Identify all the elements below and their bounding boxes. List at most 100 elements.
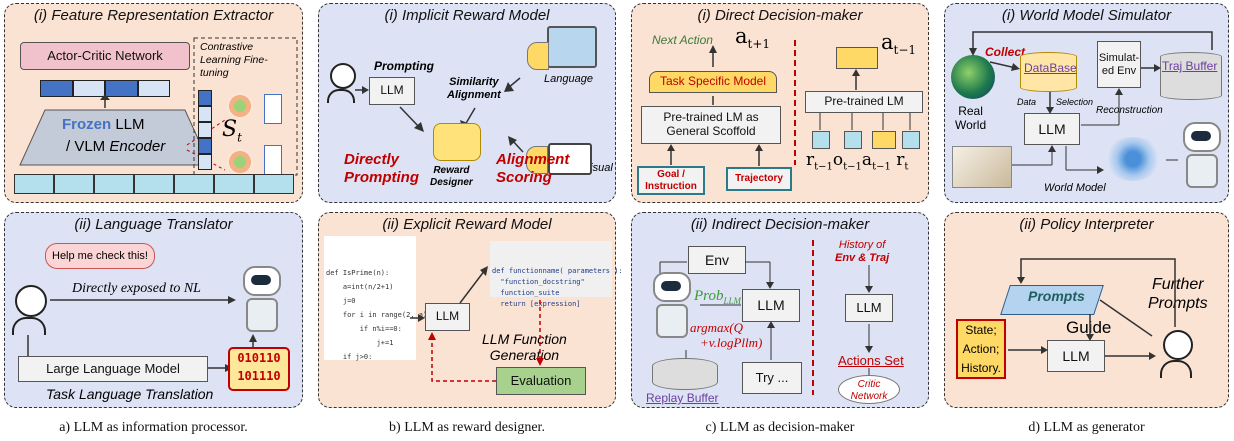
evaluation-box: Evaluation [496, 367, 586, 395]
neural-net-icon-bottom [226, 148, 254, 176]
person-icon [1160, 330, 1193, 378]
action-token-top [836, 47, 878, 69]
simulated-env-box: Simulat-ed Env [1097, 41, 1141, 88]
state-symbol: St [222, 117, 242, 145]
replay-buffer-icon [652, 358, 718, 390]
prompting-label: Prompting [374, 59, 434, 73]
panel-title: (i) Implicit Reward Model [384, 7, 550, 24]
next-action-symbol: at+1 [735, 24, 771, 52]
robot-icon [650, 272, 691, 338]
database-label: DataBase [1024, 61, 1077, 75]
panel-title: (i) World Model Simulator [1001, 7, 1172, 24]
caption-b: b) LLM as reward designer. [389, 420, 545, 435]
goal-instruction-box: Goal / Instruction [637, 166, 705, 195]
actions-set-label: Actions Set [838, 353, 904, 368]
token-r-t [902, 131, 920, 149]
pretrained-general-box: Pre-trained LM as General Scoffold [641, 106, 781, 144]
token-r-prev [812, 131, 830, 149]
llm-box-d2: LLM [1047, 340, 1105, 372]
llm-box-d1: LLM [1024, 113, 1080, 145]
panel-title: (ii) Explicit Reward Model [382, 216, 552, 233]
llm-box-c2: LLM [742, 289, 800, 322]
code-left [324, 236, 416, 360]
speech-bubble: Help me check this! [45, 243, 155, 269]
language-label: Language [544, 73, 593, 85]
code-left-text: def IsPrime(n): a=int(n/2+1) j=0 for i i… [326, 269, 432, 361]
data-selection-label: Data Selection [1017, 97, 1094, 107]
guide-label: Guide [1066, 318, 1112, 337]
language-speaker-icon [527, 42, 549, 70]
panel-title: (ii) Language Translator [74, 216, 233, 233]
globe-icon [951, 55, 995, 99]
world-model-label: World Model [1044, 182, 1106, 194]
caption-a: a) LLM as information processor. [59, 420, 248, 435]
task-specific-model-box: Task Specific Model [649, 71, 777, 93]
person-icon [12, 285, 47, 335]
token-a-prev [872, 131, 896, 149]
prev-action-symbol: at−1 [881, 30, 917, 58]
replay-buffer-label: Replay Buffer [646, 391, 719, 405]
book-icon [952, 146, 1012, 188]
prompts-label: Prompts [1028, 288, 1085, 304]
next-action-label: Next Action [652, 33, 713, 47]
visual-speaker-icon [526, 146, 548, 174]
llm-box-b1: LLM [369, 77, 415, 105]
feature-box-top [264, 94, 282, 124]
reconstruction-label: Reconstruction [1096, 105, 1163, 116]
reward-designer-icon [433, 123, 481, 161]
code-right [490, 241, 612, 297]
actor-critic-box: Actor-Critic Network [20, 42, 190, 70]
actor-critic-vector [40, 80, 170, 97]
traj-buffer-label: Traj Buffer [1162, 59, 1218, 73]
network-icon [1104, 137, 1162, 181]
env-box: Env [688, 246, 746, 274]
input-token-sequence [14, 174, 294, 194]
try-box: Try ... [742, 362, 802, 394]
panel-title: (ii) Indirect Decision-maker [690, 216, 870, 233]
task-translation-label: Task Language Translation [46, 386, 214, 402]
person-icon [327, 63, 356, 103]
panel-title: (i) Feature Representation Extractor [33, 7, 274, 24]
traj-buffer-icon [1160, 52, 1222, 100]
pretrained-lm-box: Pre-trained LM [805, 91, 923, 113]
token-o-prev [844, 131, 862, 149]
caption-c: c) LLM as decision-maker [705, 420, 855, 435]
code-right-text: def functionname( parameters ): "functio… [492, 267, 623, 308]
collect-label: Collect [985, 45, 1026, 59]
llm-box-b2: LLM [425, 303, 470, 331]
frozen-llm-label: Frozen LLM [62, 116, 145, 133]
caption-d: d) LLM as generator [1028, 420, 1145, 435]
database-icon [1020, 52, 1077, 92]
large-language-model-box: Large Language Model [18, 356, 208, 382]
argmax-label: argmax(Q+v.logPllm) [690, 320, 763, 350]
robot-icon [1180, 122, 1221, 188]
vlm-encoder-label: / VLM Encoder [66, 138, 166, 155]
prob-llm-label: ProbLLM [694, 288, 741, 306]
panel-title: (i) Direct Decision-maker [697, 7, 863, 24]
robot-icon [240, 266, 281, 332]
trajectory-box: Trajectory [726, 167, 792, 191]
llm-box-c2-right: LLM [845, 294, 893, 322]
contrastive-vec [198, 90, 212, 170]
direct-exposed-label: Directly exposed to NL [72, 281, 201, 296]
sequence-labels: rt−1ot−1at−1 rt [806, 150, 909, 173]
neural-net-icon-top [226, 92, 254, 120]
state-action-history-box: State;Action;History. [956, 319, 1006, 379]
contrastive-label: Contrastive Learning Fine-tuning [200, 41, 268, 79]
video-camera-icon [548, 143, 592, 175]
panel-title: (ii) Policy Interpreter [1019, 216, 1154, 233]
